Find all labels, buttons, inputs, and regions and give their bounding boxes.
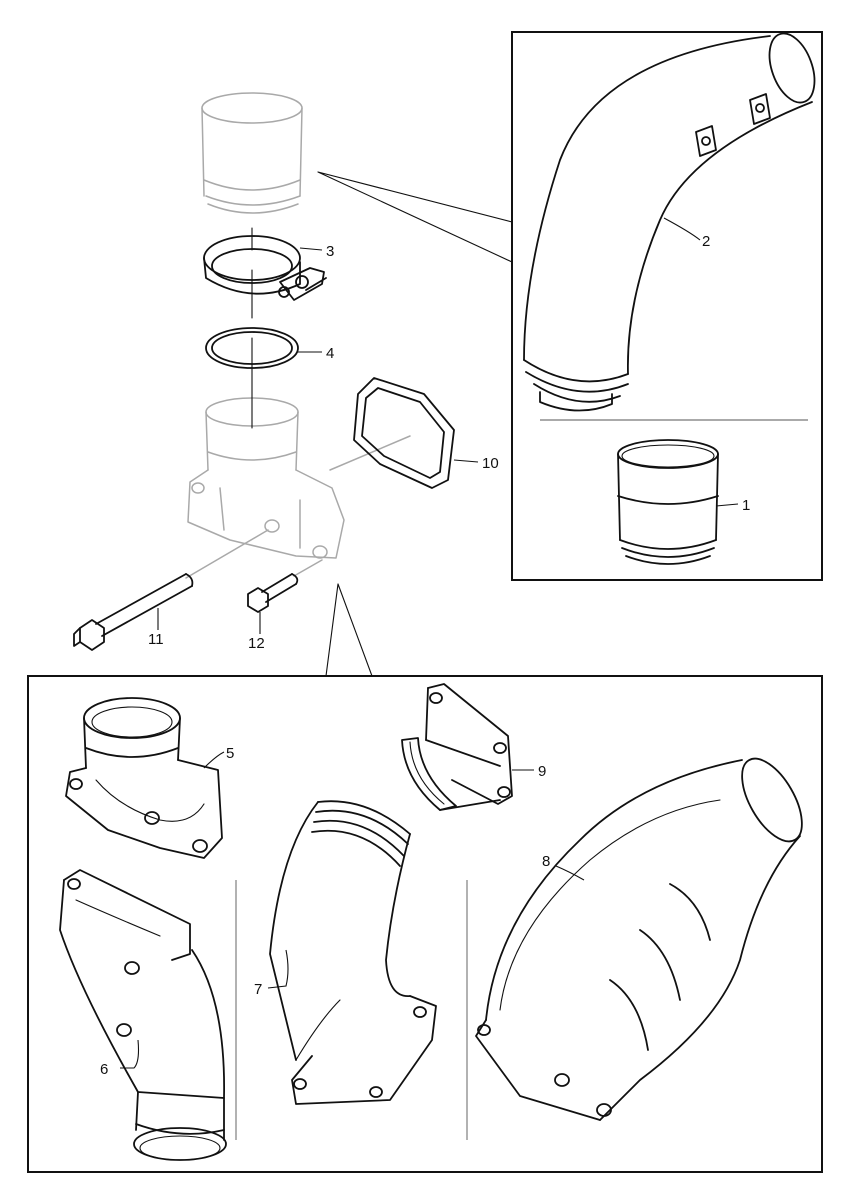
assembly-axis-gasket xyxy=(329,435,411,471)
callout-4: 4 xyxy=(326,345,334,362)
callout-2: 2 xyxy=(702,233,710,250)
part-4-o-ring xyxy=(205,327,299,369)
ghost-hose-upper xyxy=(201,92,303,214)
callout-6: 6 xyxy=(100,1061,108,1078)
inset-pointer-bottom xyxy=(325,583,373,677)
top-right-inset-frame xyxy=(511,31,823,581)
leader-6 xyxy=(120,1039,140,1069)
callout-8: 8 xyxy=(542,853,550,870)
leader-8 xyxy=(555,865,585,881)
leader-2 xyxy=(663,217,701,241)
part-5-elbow-housing xyxy=(65,697,223,859)
leader-10 xyxy=(453,459,479,463)
part-7-curved-duct xyxy=(269,800,437,1105)
part-10-gasket xyxy=(353,377,455,489)
callout-5: 5 xyxy=(226,745,234,762)
part-9-adapter-flange xyxy=(401,683,513,811)
callout-3: 3 xyxy=(326,243,334,260)
part-3-clamp xyxy=(203,235,327,301)
callout-12: 12 xyxy=(248,635,265,652)
part-12-short-bolt xyxy=(247,573,299,613)
part-1-hose-sleeve xyxy=(617,439,719,565)
assembly-axis-bolt-11 xyxy=(185,529,269,579)
callout-9: 9 xyxy=(538,763,546,780)
leader-7 xyxy=(267,949,289,989)
assembly-axis-bolt-12 xyxy=(293,559,323,577)
ghost-elbow-housing xyxy=(187,397,345,559)
leader-3 xyxy=(299,247,323,251)
callout-1: 1 xyxy=(742,497,750,514)
part-2-pipe-bend xyxy=(523,32,816,412)
callout-10: 10 xyxy=(482,455,499,472)
bottom-inset-frame xyxy=(27,675,823,1173)
part-6-pipe-elbow xyxy=(59,869,227,1161)
callout-7: 7 xyxy=(254,981,262,998)
leader-1 xyxy=(715,503,739,507)
part-11-long-bolt xyxy=(73,573,194,651)
inset-pointer-top xyxy=(317,171,513,263)
part-8-exhaust-manifold xyxy=(475,757,803,1121)
callout-11: 11 xyxy=(148,631,164,648)
leader-5 xyxy=(203,751,225,769)
